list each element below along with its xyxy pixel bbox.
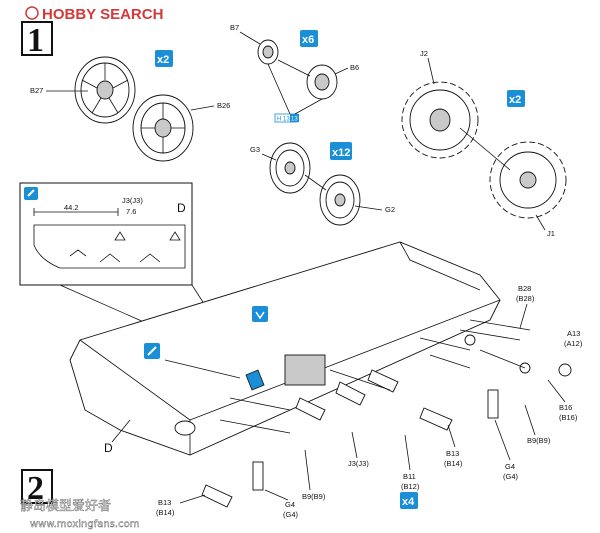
- hobby-search-logo: HOBBY SEARCH: [25, 6, 163, 23]
- step-2-box: 2: [21, 469, 53, 507]
- label-b28-alt: (B28): [516, 294, 535, 303]
- quantity-badge-x2-idler: x2: [155, 50, 173, 67]
- blue-bracket-part: [245, 369, 265, 391]
- label-b13-right: B13: [446, 449, 459, 458]
- part-b27-idler-wheel: [74, 56, 136, 124]
- dim-44-2: 44.2: [64, 203, 79, 212]
- label-b6: B6: [350, 63, 359, 72]
- part-j1-drive-sprocket: [489, 141, 567, 219]
- part-ref-badge-h13: H 13 13: [274, 113, 299, 123]
- label-d-hull: D: [104, 441, 113, 455]
- label-b7: B7: [230, 23, 239, 32]
- ref-13-text: 13: [291, 117, 298, 123]
- label-g2: G2: [385, 205, 395, 214]
- step-number-1: 1: [27, 22, 44, 59]
- label-g4-right: G4: [505, 462, 515, 471]
- label-b27: B27: [30, 86, 43, 95]
- label-j3-bottom: J3(J3): [348, 459, 369, 468]
- qty-x4: x4: [402, 496, 415, 508]
- label-g4-bottom-alt: (G4): [283, 510, 299, 519]
- inset-detail-box: 44.2 7.6 J3(J3) D: [19, 182, 193, 286]
- quantity-badge-x12: x12: [330, 142, 352, 160]
- qty-x2-idler: x2: [157, 54, 169, 66]
- quantity-badge-x2-sprocket: x2: [507, 90, 525, 107]
- step-number-2: 2: [27, 470, 44, 507]
- label-b9-bottom: B9(B9): [302, 492, 326, 501]
- assembly-arrows: [164, 319, 531, 434]
- label-j2: J2: [420, 49, 428, 58]
- blue-part-marker-left: [144, 343, 160, 359]
- label-b11-alt: (B12): [401, 482, 420, 491]
- label-a13: A13: [567, 329, 580, 338]
- label-b26: B26: [217, 101, 230, 110]
- label-b13-bottom: B13: [158, 498, 171, 507]
- label-g4-bottom: G4: [285, 500, 295, 509]
- logo-text: HOBBY SEARCH: [42, 6, 163, 23]
- part-b7-hub-cap: [257, 39, 279, 65]
- label-g4-right-alt: (G4): [503, 472, 519, 481]
- watermark-url: www.moxingfans.com: [30, 519, 139, 530]
- watermark-cn: 静岛模型爱好者: [20, 498, 111, 514]
- label-d-inset: D: [177, 201, 186, 215]
- label-b9-right: B9(B9): [527, 436, 551, 445]
- part-j2-drive-sprocket: [401, 81, 479, 159]
- watermark: 静岛模型爱好者 www.moxingfans.com: [20, 498, 140, 530]
- step-1-box: 1: [21, 21, 53, 59]
- part-g2-road-wheel: [319, 174, 361, 226]
- part-g3-road-wheel: [269, 142, 311, 194]
- label-b13-bottom-alt: (B14): [156, 508, 175, 517]
- label-b11: B11: [403, 472, 416, 481]
- qty-x2-sprocket: x2: [509, 94, 521, 106]
- qty-x6: x6: [302, 34, 314, 46]
- dim-7-6: 7.6: [126, 207, 136, 216]
- part-b26-idler-wheel: [132, 94, 194, 162]
- part-b6-hub: [306, 64, 338, 100]
- label-b16-alt: (B16): [559, 413, 578, 422]
- blue-part-marker-top: [252, 306, 268, 322]
- quantity-badge-x6: x6: [300, 30, 318, 47]
- label-b28: B28: [518, 284, 531, 293]
- label-a13-alt: (A12): [564, 339, 583, 348]
- quantity-badge-x4: x4: [400, 492, 418, 509]
- label-g3: G3: [250, 145, 260, 154]
- label-b16: B16: [559, 403, 572, 412]
- label-b13-right-alt: (B14): [444, 459, 463, 468]
- label-j1: J1: [547, 229, 555, 238]
- suspension-parts: [201, 334, 572, 508]
- label-j3-inset: J3(J3): [122, 196, 143, 205]
- qty-x12: x12: [332, 147, 350, 159]
- ref-h13-text: H 13: [277, 117, 290, 123]
